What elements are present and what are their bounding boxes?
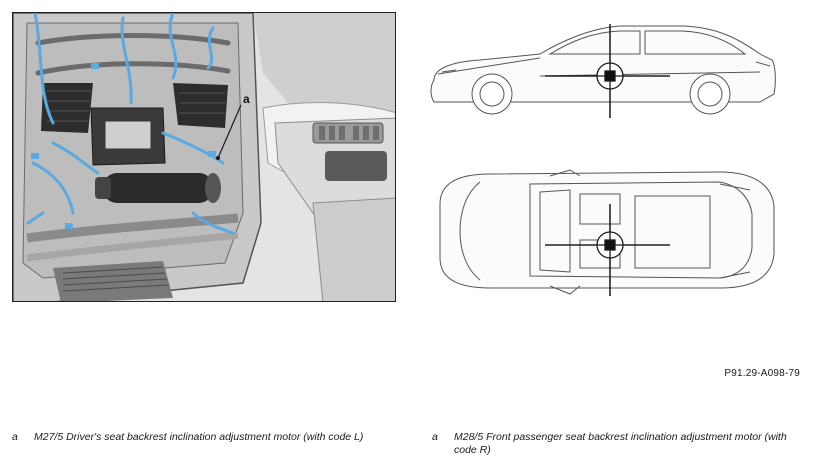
figure-reference-code: P91.29-A098-79 (724, 368, 800, 379)
side-view-location-marker (545, 24, 670, 118)
legend-key: a (12, 431, 18, 443)
legend-key: a (432, 431, 438, 443)
legend-text: M27/5 Driver's seat backrest inclination… (34, 431, 364, 443)
seat-backrest-drawing: a (13, 13, 395, 301)
vehicle-side-view (430, 25, 776, 115)
top-view-location-marker (545, 204, 670, 296)
callout-a-label: a (243, 92, 250, 106)
legend-text: M28/5 Front passenger seat backrest incl… (454, 431, 787, 456)
vehicle-top-view (439, 169, 775, 295)
callout-leader (217, 104, 242, 159)
seat-backrest-illustration: a (12, 12, 396, 302)
vehicle-line-drawings (430, 24, 776, 296)
vehicle-location-views (420, 14, 810, 314)
